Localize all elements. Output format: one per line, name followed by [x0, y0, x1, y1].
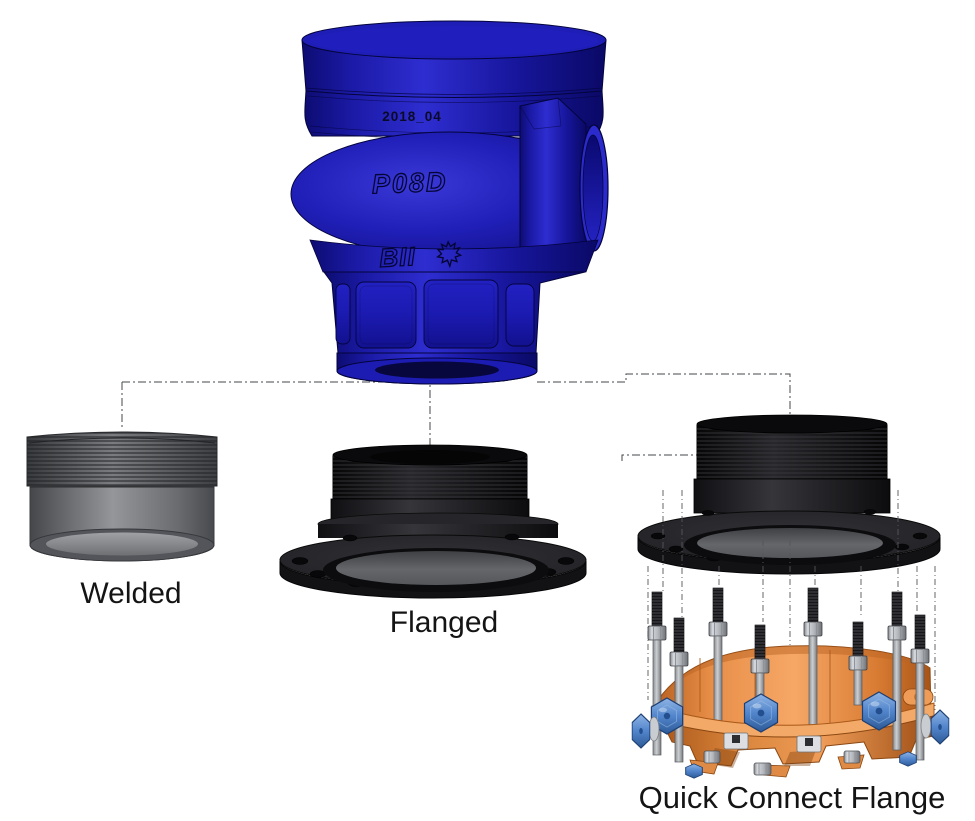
blue-hex-bolt — [650, 697, 684, 735]
hex-panel — [423, 279, 499, 349]
welded-thread-lines — [27, 432, 217, 486]
valve-brand-band — [309, 239, 599, 273]
stud-bolt — [708, 587, 728, 738]
welded-option: Welded — [26, 431, 218, 610]
blue-hex-bolt-partial — [685, 763, 703, 779]
clamp-nut — [753, 762, 772, 776]
welded-label: Welded — [80, 577, 181, 610]
blue-hex-bolt-side — [930, 709, 950, 745]
bolt-hole — [701, 510, 715, 516]
bolt-hole — [668, 545, 684, 553]
stud-bolt — [803, 587, 823, 738]
valve-engraving-brand: BII — [379, 241, 417, 273]
leader-line-quick-connect-stub — [621, 454, 697, 461]
latch-tab — [796, 735, 822, 753]
quick-connect-label: Quick Connect Flange — [639, 780, 946, 815]
blue-hex-bolt-partial — [899, 751, 917, 767]
bolt-hole — [894, 543, 910, 551]
hex-panel — [505, 283, 535, 347]
bolt-hole — [504, 533, 520, 541]
flanged-shoulder — [318, 524, 558, 538]
valve-engraving-model: P08D — [371, 167, 448, 200]
welded-thread-top-line — [28, 437, 216, 444]
qc-clamp-notch — [784, 750, 816, 766]
blue-hex-bolt-side — [631, 713, 651, 749]
blue-hex-bolt — [861, 691, 897, 731]
valve-rim-line — [305, 87, 603, 95]
stud-bolt — [848, 621, 868, 706]
clamp-nut — [843, 750, 861, 764]
port-opening-bore — [582, 134, 604, 242]
stud-bolt — [750, 624, 770, 706]
bolt-hole — [342, 534, 358, 542]
valve-outlet-opening — [375, 361, 499, 379]
valve-hex-section — [323, 271, 586, 354]
latch-tab — [723, 732, 749, 750]
bolt-hole — [291, 557, 309, 565]
hex-panel-inset — [359, 285, 413, 345]
valve-outlet-lip — [336, 352, 538, 385]
stud-bolt — [647, 591, 667, 756]
flange-seal-face — [336, 551, 536, 585]
hex-panel — [355, 281, 417, 349]
bolt-hole — [557, 557, 575, 565]
maple-leaf-icon — [436, 240, 463, 269]
quick-connect-option: Quick Connect Flange — [631, 414, 950, 815]
qc-clamp-ring-top-shadow — [658, 645, 930, 700]
hex-panel-inset — [427, 283, 495, 345]
qc-neck — [693, 478, 891, 514]
flanged-option: Flanged — [279, 444, 587, 639]
blue-hex-bolt — [743, 693, 779, 733]
stud-bolt — [887, 591, 907, 751]
flanged-label: Flanged — [390, 606, 498, 639]
bolt-hole — [650, 532, 666, 540]
valve-rim-line — [307, 95, 601, 103]
bolt-hole — [863, 509, 877, 515]
welded-bottom-face — [46, 532, 198, 556]
stud-bolt — [910, 614, 930, 761]
side-bolt-collar — [920, 713, 932, 739]
qc-thread-lines — [697, 421, 887, 479]
qc-clamp-ring-seams — [699, 650, 894, 733]
leader-line-quick-connect — [537, 373, 791, 418]
valve-3d-render: 2018_04 P08D BII — [290, 20, 609, 385]
valve-top-face-inner — [310, 26, 598, 56]
bolt-hole — [912, 532, 928, 540]
qc-thread-top — [696, 414, 888, 434]
valve-engraving-date: 2018_04 — [382, 109, 442, 124]
flanged-thread-top-inner — [370, 450, 490, 464]
clamp-nut — [703, 750, 721, 764]
hex-panel — [335, 283, 351, 345]
side-bolt-collar — [648, 716, 660, 742]
